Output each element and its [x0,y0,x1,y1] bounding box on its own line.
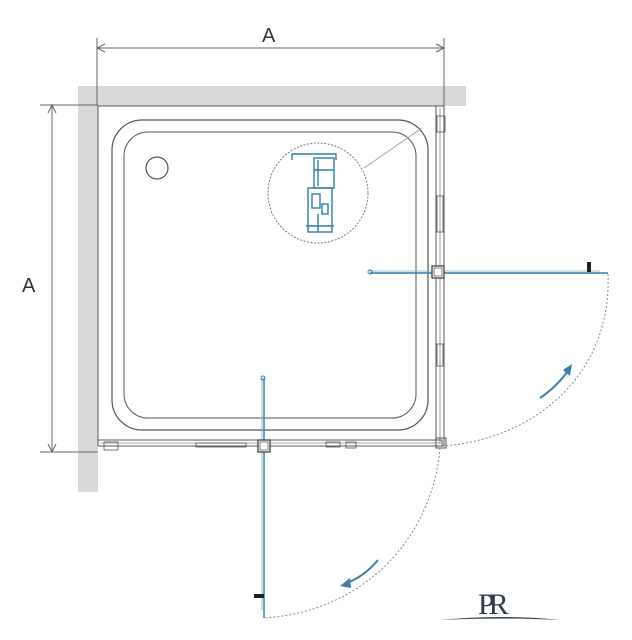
left-door [254,375,441,619]
dimension-top [95,38,446,106]
dimension-left-label: A [22,275,36,297]
wall-left [78,86,98,492]
profile-detail-callout [267,127,423,244]
tray-outer-rim [111,119,429,431]
right-door [367,262,609,447]
logo-icon: PR [440,588,560,621]
shower-tray [111,119,429,431]
left-door-swing-path [263,447,441,619]
dimension-left [40,103,98,454]
enclosure-frame [97,105,447,451]
left-door-handle [254,594,264,598]
walls [78,86,466,492]
wall-top [78,86,466,106]
logo-text: PR [478,588,509,621]
right-door-hinge [431,265,445,279]
profile-section-icon [291,153,337,233]
tray-inner-basin [123,131,417,419]
left-door-hinge [257,439,271,453]
door-swing-arrow-icon [539,367,571,399]
right-door-handle [587,262,591,272]
dimension-top-label: A [262,25,276,47]
drain-icon [145,156,169,180]
right-door-swing-path [443,273,609,447]
